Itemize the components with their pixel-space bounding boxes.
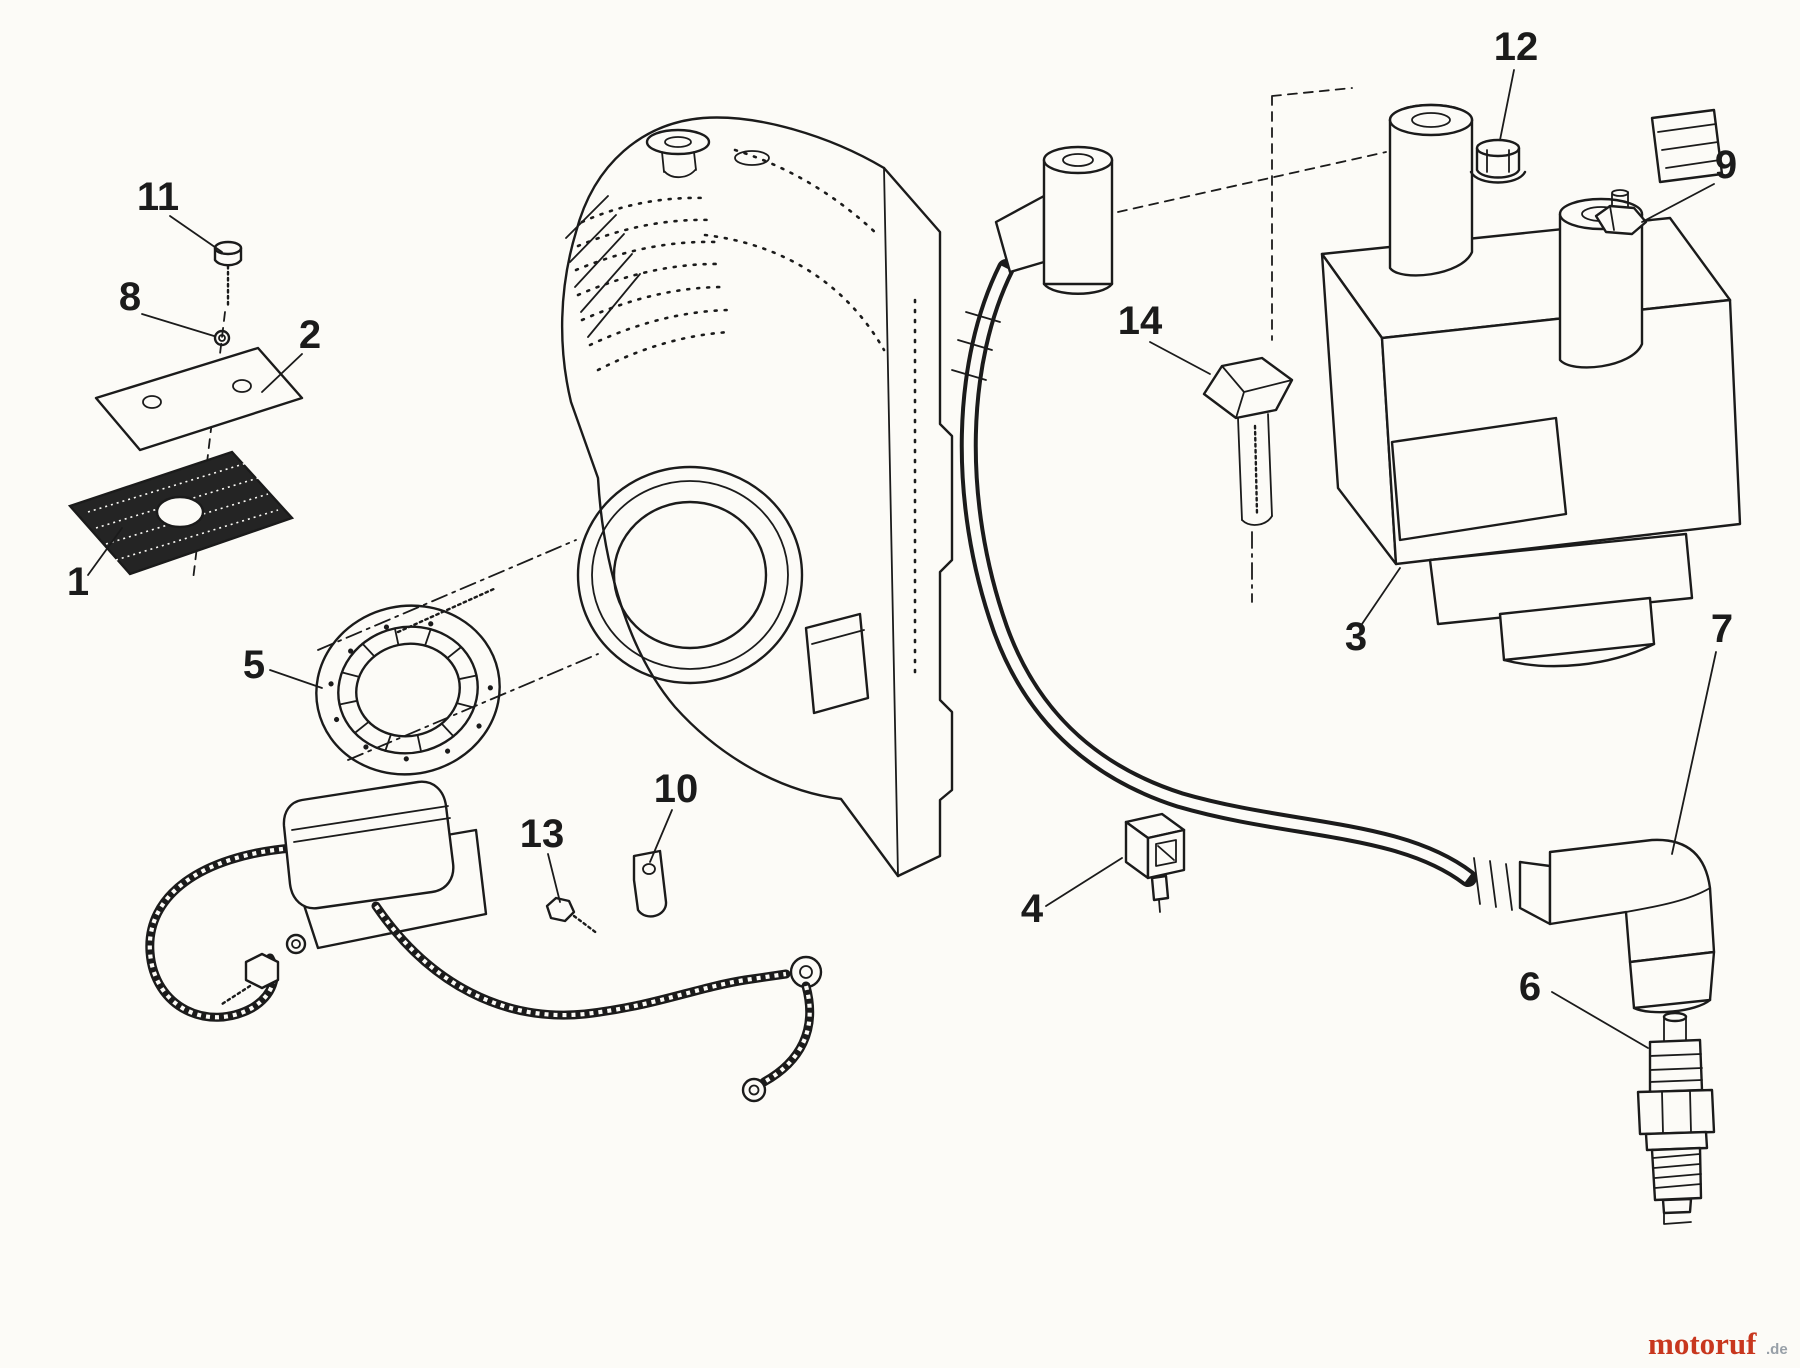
- alignment-centerlines: [317, 539, 599, 761]
- callout-label-4: 4: [1021, 887, 1044, 931]
- callout-label-8: 8: [119, 275, 141, 319]
- part-1-friction-plate: [67, 450, 295, 576]
- part-11-screw: [213, 240, 243, 308]
- watermark-domain: .de: [1766, 1341, 1788, 1358]
- part-3-ignition-coil: [1320, 103, 1742, 668]
- watermark-brand: motoruf: [1648, 1326, 1757, 1361]
- part-14-hex-bolt: [1202, 356, 1294, 603]
- part-9-bolt: [1594, 189, 1648, 236]
- coil-dashed-guides: [1117, 87, 1387, 341]
- callout-label-3: 3: [1345, 615, 1367, 659]
- callout-label-10: 10: [654, 767, 699, 811]
- part-10-clip: [632, 849, 668, 918]
- part-8-nut: [213, 329, 231, 347]
- callout-label-1: 1: [67, 560, 89, 604]
- part-5-bearing-ring: [315, 604, 501, 776]
- part-13-bolt: [545, 896, 600, 936]
- threaded-stud: [396, 586, 498, 634]
- engine-blower-housing: [560, 116, 954, 878]
- watermark: motoruf .de: [1648, 1326, 1788, 1361]
- part-12-nut: [1469, 138, 1527, 184]
- part-2-bracket-plate: [94, 346, 304, 452]
- part-7-spark-plug-boot: [1473, 838, 1716, 1014]
- part-4-connector: [1124, 812, 1186, 913]
- callout-label-14: 14: [1118, 299, 1163, 343]
- callout-labels: 1 2 3 4 5 6 7 8 9 10 11 12 13 14: [67, 25, 1737, 1009]
- coil-tower-boot: [994, 145, 1114, 295]
- callout-label-5: 5: [243, 643, 265, 687]
- callout-label-11: 11: [137, 175, 179, 219]
- callout-label-13: 13: [520, 812, 565, 856]
- ignition-module-assembly: [145, 780, 823, 1103]
- spark-plug-wire: [951, 259, 1477, 887]
- callout-label-12: 12: [1494, 25, 1539, 69]
- callout-label-7: 7: [1711, 607, 1733, 651]
- part-6-spark-plug: [1636, 1011, 1716, 1225]
- callout-label-9: 9: [1715, 143, 1737, 187]
- callout-label-2: 2: [299, 313, 321, 357]
- callout-leader-lines: [87, 69, 1717, 1049]
- callout-label-6: 6: [1519, 965, 1541, 1009]
